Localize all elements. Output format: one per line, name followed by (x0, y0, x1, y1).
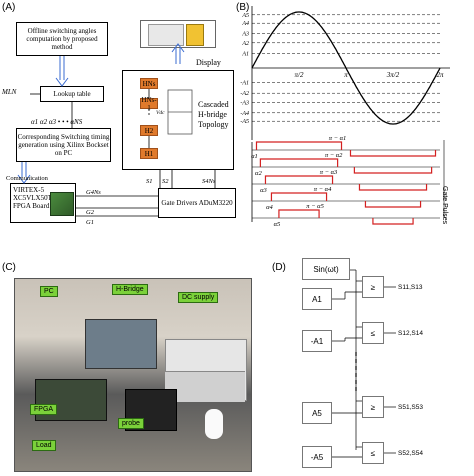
negative-pulse (364, 201, 422, 208)
switching-timing-box: Corresponding Switching timing generatio… (16, 128, 111, 162)
pi-minus-alpha-label: π − α2 (325, 152, 343, 159)
meter-image (186, 24, 204, 46)
output-s12-s14: S12,S14 (398, 330, 423, 337)
alpha-label: α3 (260, 187, 267, 194)
photo-tag-pc: PC (40, 286, 58, 297)
output-s51-s53: S51,S53 (398, 404, 423, 411)
pi-minus-alpha-label: π − α5 (306, 203, 324, 210)
photo-tag-h-bridge: H-Bridge (112, 284, 148, 295)
lookup-table-box: Lookup table (40, 86, 104, 102)
output-s52-s54: S52,S54 (398, 450, 423, 457)
negative-pulse (353, 167, 433, 174)
lab-setup-photo (14, 278, 252, 472)
photo-tag-probe: probe (118, 418, 144, 429)
oscilloscope-image (148, 24, 184, 46)
pi-minus-alpha-label: π − α1 (329, 135, 347, 142)
constant-neg-a5-box: -A5 (302, 446, 332, 468)
x-tick-label: 2π (436, 71, 444, 79)
alpha-label: α5 (274, 221, 281, 228)
negative-pulse (358, 184, 428, 191)
positive-pulse (259, 158, 339, 167)
positive-pulse (264, 175, 334, 184)
comparator-ge-1: ≥ (362, 276, 384, 298)
y-level-label: A4 (241, 20, 249, 27)
panel-c-label: (C) (2, 262, 16, 273)
h-cell-ns-1: HNs-1 (140, 95, 158, 112)
y-level-label: A2 (241, 41, 249, 47)
x-tick-label: 3π/2 (386, 71, 400, 79)
comparator-ge-5: ≥ (362, 396, 384, 418)
alpha-label: α1 (251, 153, 258, 160)
h-cell-2: H2 (140, 125, 158, 136)
photo-tag-dc-supply: DC supply (178, 292, 219, 303)
constant-a5-box: A5 (302, 402, 332, 424)
negative-pulse (349, 150, 437, 157)
output-s11-s13: S11,S13 (398, 284, 423, 291)
pi-minus-alpha-label: π − α3 (320, 169, 338, 176)
comparator-le-5: ≤ (362, 442, 384, 464)
x-tick-label: π (344, 71, 348, 79)
cascaded-label: Cascaded H-bridge Topology (198, 100, 229, 129)
y-level-label: -A4 (240, 110, 249, 117)
fpga-board-label: VIRTEX-5 XC5VLX50T FPGA Board (13, 186, 52, 210)
photo-tag-load: Load (32, 440, 56, 451)
fpga-board-image (50, 192, 74, 216)
alpha-label: α4 (266, 204, 273, 211)
offline-computation-box: Offline switching angles computation by … (16, 22, 108, 56)
y-level-label: A1 (241, 51, 249, 57)
panel-a-label: (A) (2, 2, 16, 13)
negative-pulse (372, 218, 414, 225)
y-level-label: -A1 (240, 81, 249, 87)
sin-source-box: Sin(ωt) (302, 258, 350, 280)
panel-d-label: (D) (272, 262, 286, 273)
panel-b-label: (B) (236, 2, 250, 13)
x-tick-label: π/2 (295, 71, 304, 79)
alpha-label: α2 (255, 170, 262, 177)
y-level-label: -A5 (240, 119, 249, 125)
gate-drivers-box: Gate Drivers ADuM3220 (158, 188, 236, 218)
y-level-label: A3 (241, 31, 249, 37)
positive-pulse (278, 209, 320, 218)
h-cell-1: H1 (140, 148, 158, 159)
positive-pulse (255, 141, 343, 150)
constant-neg-a1-box: -A1 (302, 330, 332, 352)
positive-pulse (270, 192, 328, 201)
pi-minus-alpha-label: π − α4 (314, 186, 332, 193)
y-level-label: -A2 (240, 91, 249, 97)
constant-a1-box: A1 (302, 288, 332, 310)
h-cell-ns: HNs (140, 78, 158, 89)
comparator-le-1: ≤ (362, 322, 384, 344)
y-level-label: A5 (241, 13, 249, 19)
photo-tag-fpga: FPGA (30, 404, 58, 415)
display-label: Display (196, 58, 221, 67)
sine-wave (251, 11, 441, 125)
y-level-label: -A3 (240, 101, 249, 107)
gate-pulses-label: Gate Pulses (441, 186, 448, 225)
